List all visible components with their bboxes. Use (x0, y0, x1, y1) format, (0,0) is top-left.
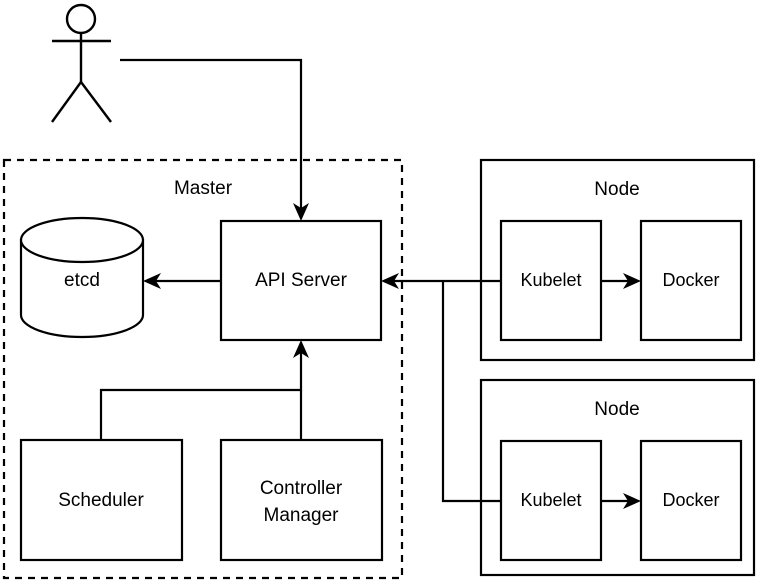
node-2[interactable]: Node Kubelet Docker (479, 378, 756, 577)
api-server-label: API Server (255, 270, 348, 291)
connector-node-2-kubelet-to-docker (601, 493, 641, 509)
etcd-label: etcd (64, 270, 100, 291)
node-1-kubelet-label: Kubelet (520, 270, 581, 290)
actor-leg-left (51, 81, 82, 123)
node-1-docker-label: Docker (662, 270, 719, 290)
etcd-top (19, 216, 145, 264)
node-2-label: Node (594, 399, 639, 420)
node-2-docker-rect[interactable] (639, 439, 743, 562)
scheduler-label: Scheduler (58, 490, 144, 511)
user-actor[interactable] (51, 3, 112, 123)
controller-manager-box[interactable]: Controller Manager (219, 438, 384, 562)
actor-leg-right (80, 81, 112, 123)
scheduler-box[interactable]: Scheduler (19, 438, 184, 562)
node-1[interactable]: Node Kubelet Docker (479, 158, 756, 362)
etcd-body (19, 238, 145, 339)
node-1-docker-rect[interactable] (639, 219, 743, 342)
arrow-head-node-1-docker (623, 273, 641, 289)
api-server-rect (219, 219, 383, 342)
connector-node-1-kubelet-to-docker (601, 273, 641, 289)
arrow-head-api-server-right (381, 273, 399, 289)
arrow-head-api-server-top (293, 203, 309, 221)
node-2-kubelet-label: Kubelet (520, 490, 581, 510)
node-2-docker-label: Docker (662, 490, 719, 510)
arrow-head-etcd (143, 273, 161, 289)
controller-manager-label-line1: Controller (260, 478, 343, 499)
arrow-head-api-server-bottom (293, 340, 309, 358)
master-boundary (2, 158, 404, 580)
master-label: Master (174, 178, 233, 199)
api-server-box[interactable]: API Server (219, 219, 383, 342)
connector-scheduler-to-api-server (99, 340, 309, 440)
actor-head-icon (65, 3, 97, 35)
etcd-cylinder[interactable]: etcd (19, 216, 145, 339)
arrow-head-node-2-docker (623, 493, 641, 509)
controller-manager-rect (219, 438, 384, 562)
connector-node-1-kubelet-to-api-server (381, 273, 501, 289)
node-1-label: Node (594, 179, 639, 200)
connector-api-server-to-etcd (143, 273, 221, 289)
connector-actor-to-api-server (120, 58, 309, 221)
controller-manager-label-line2: Manager (264, 505, 340, 526)
connector-node-2-kubelet-to-api-server (441, 281, 501, 503)
